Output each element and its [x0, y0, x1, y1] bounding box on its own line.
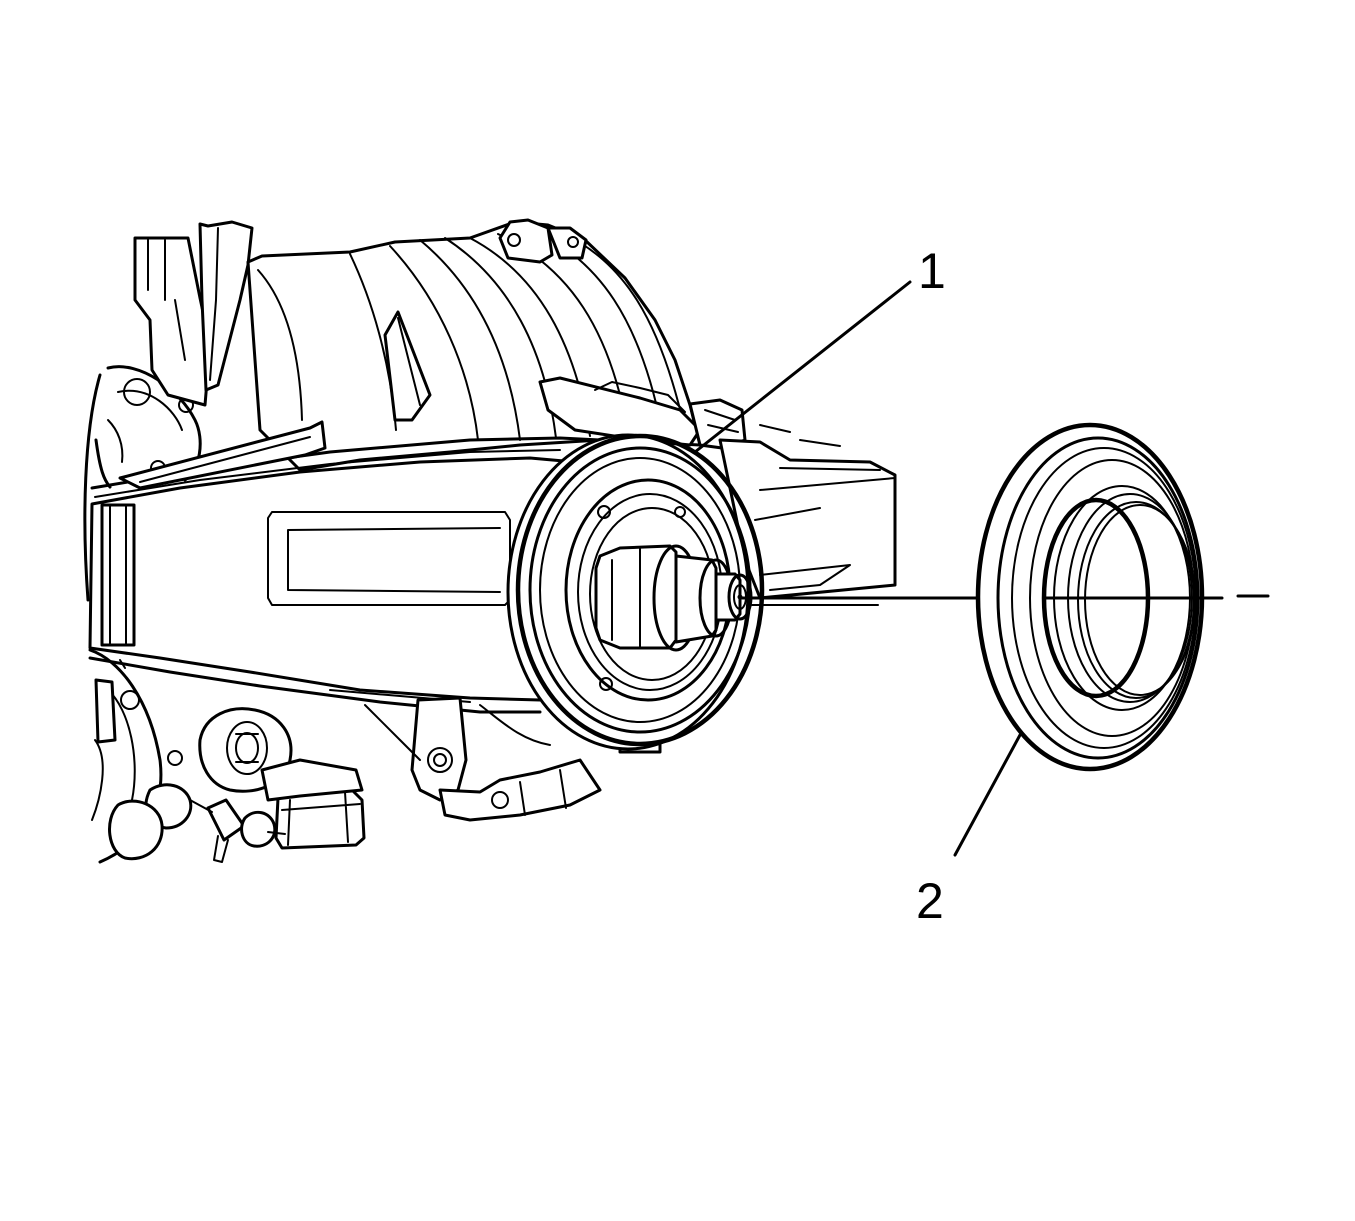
differential-pinion-seal-bore [506, 433, 765, 751]
differential-housing [83, 218, 897, 864]
installation-centerline [740, 594, 1270, 606]
callout-2-label: 2 [916, 873, 944, 929]
callout-2: 2 [916, 733, 1022, 929]
callout-2-leader [953, 733, 1022, 857]
callout-1: 1 [693, 243, 946, 454]
callout-1-leader [693, 280, 912, 454]
callout-1-label: 1 [918, 243, 946, 299]
